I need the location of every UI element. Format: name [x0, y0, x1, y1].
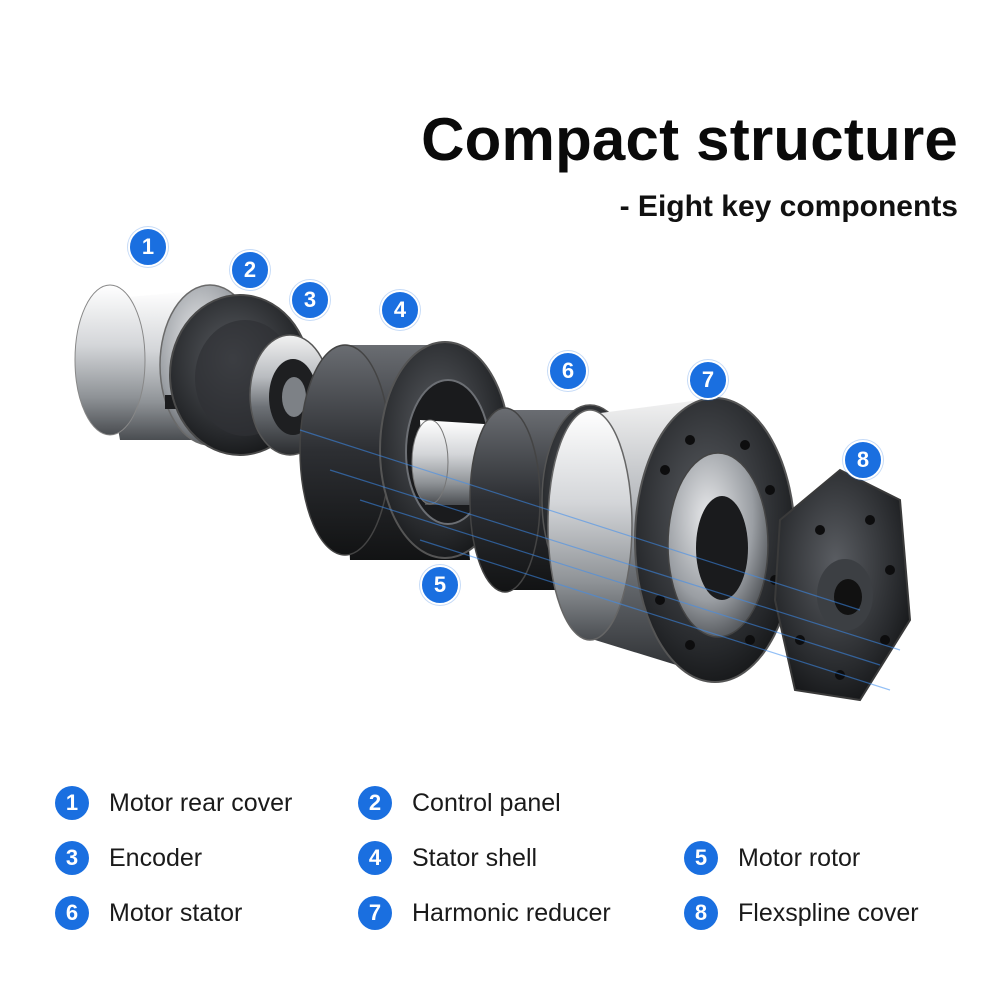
harmonic-reducer-part: [547, 397, 796, 683]
callout-badge-5: 5: [420, 565, 460, 605]
callout-badge-1: 1: [128, 227, 168, 267]
page-title: Compact structure: [421, 106, 958, 173]
callout-badge-3: 3: [290, 280, 330, 320]
callout-badge-4: 4: [380, 290, 420, 330]
flexspline-cover-part: [773, 468, 912, 702]
callout-badge-8: 8: [843, 440, 883, 480]
page-subtitle: - Eight key components: [619, 190, 958, 223]
callout-badge-2: 2: [230, 250, 270, 290]
callout-badge-7: 7: [688, 360, 728, 400]
callout-badge-6: 6: [548, 351, 588, 391]
motion-streaks: [299, 429, 901, 691]
